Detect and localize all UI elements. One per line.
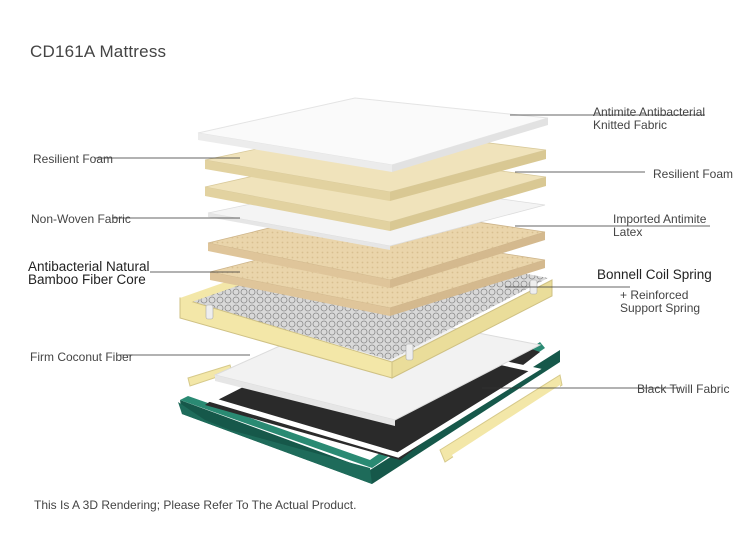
leader-lines	[95, 114, 710, 389]
twill-layer	[205, 327, 542, 458]
label-bonnell-spring: Bonnell Coil Spring	[597, 267, 712, 282]
label-reinforced-spring: + Reinforced Support Spring	[620, 289, 700, 315]
nonwoven-layer	[207, 179, 546, 250]
label-resilient-foam-right: Resilient Foam	[653, 167, 734, 181]
label-resilient-foam-left: Resilient Foam	[33, 152, 114, 166]
label-bamboo-line2: Bamboo Fiber Core	[28, 272, 146, 287]
label-latex-line1: Imported Antimite	[613, 212, 707, 226]
bamboo-layer	[209, 231, 546, 316]
label-bamboo-line1: Antibacterial Natural	[28, 259, 150, 274]
latex-layer	[207, 204, 546, 288]
label-latex: Imported Antimite Latex	[613, 213, 706, 239]
label-antimite-fabric: Antimite Antibacterial Knitted Fabric	[593, 106, 705, 132]
resilient-foam-2	[204, 151, 547, 231]
label-antimite-fabric-line2: Knitted Fabric	[593, 118, 668, 132]
label-reinforced-line2: Support Spring	[620, 301, 701, 315]
disclaimer-text: This Is A 3D Rendering; Please Refer To …	[34, 498, 357, 512]
label-antimite-fabric-line1: Antimite Antibacterial	[593, 105, 706, 119]
page-title: CD161A Mattress	[30, 42, 167, 61]
resilient-foam-1	[204, 126, 547, 201]
label-non-woven: Non-Woven Fabric	[31, 212, 131, 226]
label-twill-fabric: Black Twill Fabric	[637, 382, 730, 396]
base-layer	[178, 342, 563, 484]
label-latex-line2: Latex	[613, 225, 643, 239]
coconut-layer	[213, 309, 542, 426]
label-coconut-fiber: Firm Coconut Fiber	[30, 350, 133, 364]
label-bamboo-core: Antibacterial Natural Bamboo Fiber Core	[28, 259, 150, 287]
top-fabric	[197, 97, 549, 172]
label-reinforced-line1: + Reinforced	[620, 288, 689, 302]
spring-unit	[179, 238, 553, 379]
